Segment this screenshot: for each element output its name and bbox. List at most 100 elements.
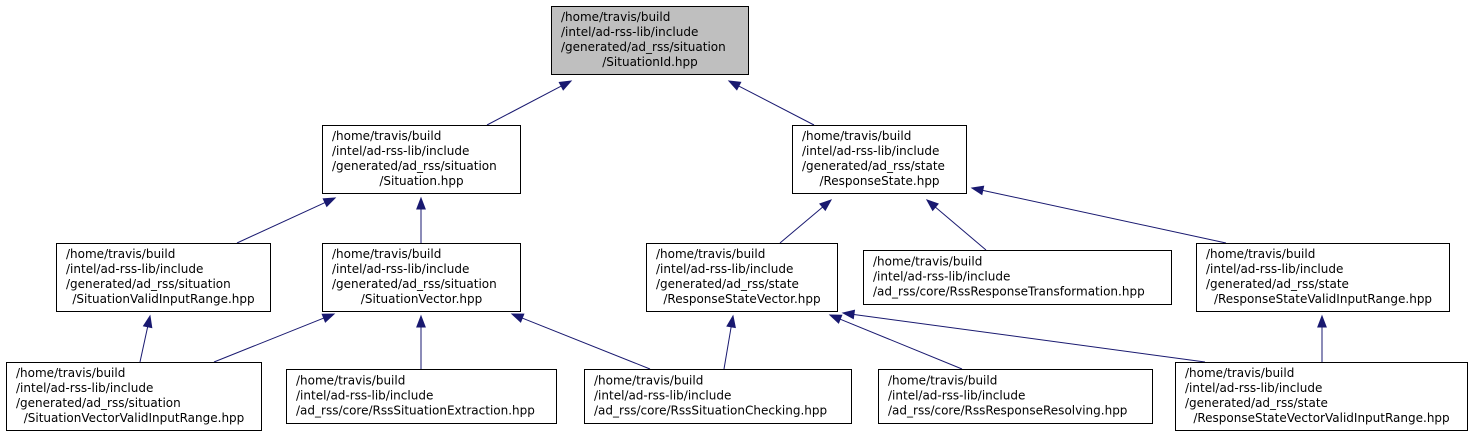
- node-label-line: /ResponseState.hpp: [819, 174, 939, 188]
- file-node[interactable]: /home/travis/build/intel/ad-rss-lib/incl…: [56, 243, 271, 312]
- node-label-line: /home/travis/build: [656, 247, 765, 261]
- dependency-edge: [486, 80, 573, 126]
- node-label-line: /ad_rss/core/RssResponseResolving.hpp: [888, 404, 1127, 418]
- node-label-line: /generated/ad_rss/state: [656, 277, 799, 291]
- node-label-line: /intel/ad-rss-lib/include: [1206, 262, 1343, 276]
- node-label-line: /home/travis/build: [66, 247, 175, 261]
- edge-line: [839, 318, 963, 370]
- edge-line: [522, 317, 651, 370]
- node-label-line: /intel/ad-rss-lib/include: [561, 25, 698, 39]
- node-box: [863, 250, 1172, 305]
- node-label-line: /intel/ad-rss-lib/include: [888, 389, 1025, 403]
- node-label-line: /SituationVectorValidInputRange.hpp: [24, 411, 245, 425]
- node-box: [286, 369, 557, 424]
- node-label-line: /SituationVector.hpp: [361, 292, 482, 306]
- edge-line: [738, 85, 815, 126]
- arrowhead: [925, 199, 939, 212]
- node-label-line: /intel/ad-rss-lib/include: [1185, 381, 1322, 395]
- edge-line: [935, 206, 987, 251]
- node-label-line: /ResponseStateValidInputRange.hpp: [1214, 292, 1432, 306]
- arrowhead: [510, 313, 525, 323]
- node-label-line: /ad_rss/core/RssSituationChecking.hpp: [594, 404, 827, 418]
- node-box: [551, 6, 749, 75]
- node-box: [1196, 243, 1450, 312]
- file-node[interactable]: /home/travis/build/intel/ad-rss-lib/incl…: [878, 369, 1153, 424]
- edge-line: [486, 85, 562, 126]
- file-node[interactable]: /home/travis/build/intel/ad-rss-lib/incl…: [322, 125, 521, 194]
- node-box: [6, 362, 262, 431]
- arrowhead: [1317, 314, 1327, 328]
- file-node[interactable]: /home/travis/build/intel/ad-rss-lib/incl…: [1196, 243, 1450, 312]
- file-node[interactable]: /home/travis/build/intel/ad-rss-lib/incl…: [1175, 362, 1468, 431]
- file-node[interactable]: /home/travis/build/intel/ad-rss-lib/incl…: [584, 369, 852, 424]
- dependency-edge: [841, 309, 1206, 363]
- node-label-line: /generated/ad_rss/state: [1185, 396, 1328, 410]
- arrowhead: [828, 314, 843, 324]
- dependency-edge: [236, 197, 337, 244]
- node-label-line: /generated/ad_rss/state: [802, 159, 945, 173]
- dependency-edge: [416, 314, 426, 369]
- edge-line: [213, 317, 324, 363]
- node-label-line: /intel/ad-rss-lib/include: [66, 262, 203, 276]
- node-label-line: /ad_rss/core/RssSituationExtraction.hpp: [296, 404, 535, 418]
- node-label-line: /home/travis/build: [332, 129, 441, 143]
- dependency-edge: [139, 314, 153, 363]
- edge-line: [723, 326, 732, 370]
- node-label-line: /generated/ad_rss/situation: [332, 159, 497, 173]
- node-label-line: /intel/ad-rss-lib/include: [802, 144, 939, 158]
- node-label-line: /home/travis/build: [1206, 247, 1315, 261]
- dependency-edge: [213, 313, 336, 363]
- node-label-line: /ResponseStateVector.hpp: [663, 292, 820, 306]
- node-label-line: /home/travis/build: [1185, 366, 1294, 380]
- node-box: [322, 125, 521, 194]
- edges-layer: [139, 80, 1327, 370]
- arrowhead: [970, 185, 985, 196]
- arrowhead: [321, 313, 336, 323]
- file-node[interactable]: /home/travis/build/intel/ad-rss-lib/incl…: [286, 369, 557, 424]
- node-box: [56, 243, 271, 312]
- node-label-line: /home/travis/build: [16, 366, 125, 380]
- node-box: [584, 369, 852, 424]
- file-node[interactable]: /home/travis/build/intel/ad-rss-lib/incl…: [646, 243, 838, 312]
- arrowhead: [726, 314, 736, 329]
- arrowhead: [416, 196, 426, 210]
- node-label-line: /intel/ad-rss-lib/include: [594, 389, 731, 403]
- arrowhead: [819, 199, 833, 212]
- file-node[interactable]: /home/travis/build/intel/ad-rss-lib/incl…: [792, 125, 967, 194]
- dependency-edge: [416, 196, 426, 243]
- node-label-line: /intel/ad-rss-lib/include: [873, 270, 1010, 284]
- edge-line: [982, 189, 1227, 244]
- file-node[interactable]: /home/travis/build/intel/ad-rss-lib/incl…: [322, 243, 521, 312]
- arrowhead: [558, 80, 573, 91]
- node-label-line: /generated/ad_rss/state: [1206, 277, 1349, 291]
- node-label-line: /generated/ad_rss/situation: [332, 277, 497, 291]
- node-label-line: /home/travis/build: [296, 374, 405, 388]
- file-node[interactable]: /home/travis/build/intel/ad-rss-lib/incl…: [863, 250, 1172, 305]
- node-label-line: /home/travis/build: [873, 255, 982, 269]
- node-label-line: /home/travis/build: [802, 129, 911, 143]
- root-file-node[interactable]: /home/travis/build/intel/ad-rss-lib/incl…: [551, 6, 749, 75]
- node-label-line: /SituationId.hpp: [602, 55, 697, 69]
- dependency-edge: [723, 314, 736, 370]
- node-box: [322, 243, 521, 312]
- node-label-line: /ad_rss/core/RssResponseTransformation.h…: [873, 285, 1145, 299]
- node-label-line: /home/travis/build: [332, 247, 441, 261]
- dependency-edge: [970, 185, 1227, 244]
- file-node[interactable]: /home/travis/build/intel/ad-rss-lib/incl…: [6, 362, 262, 431]
- node-label-line: /intel/ad-rss-lib/include: [332, 262, 469, 276]
- node-label-line: /intel/ad-rss-lib/include: [656, 262, 793, 276]
- edge-line: [236, 202, 326, 244]
- dependency-edge: [727, 80, 815, 126]
- arrowhead: [142, 314, 153, 329]
- node-label-line: /generated/ad_rss/situation: [16, 396, 181, 410]
- node-label-line: /generated/ad_rss/situation: [66, 277, 231, 291]
- dependency-edge: [510, 313, 651, 370]
- dependency-edge: [828, 314, 963, 370]
- arrowhead: [727, 80, 742, 91]
- arrowhead: [322, 197, 337, 208]
- node-label-line: /intel/ad-rss-lib/include: [16, 381, 153, 395]
- nodes-layer: /home/travis/build/intel/ad-rss-lib/incl…: [6, 6, 1468, 431]
- edge-line: [779, 206, 823, 244]
- node-box: [878, 369, 1153, 424]
